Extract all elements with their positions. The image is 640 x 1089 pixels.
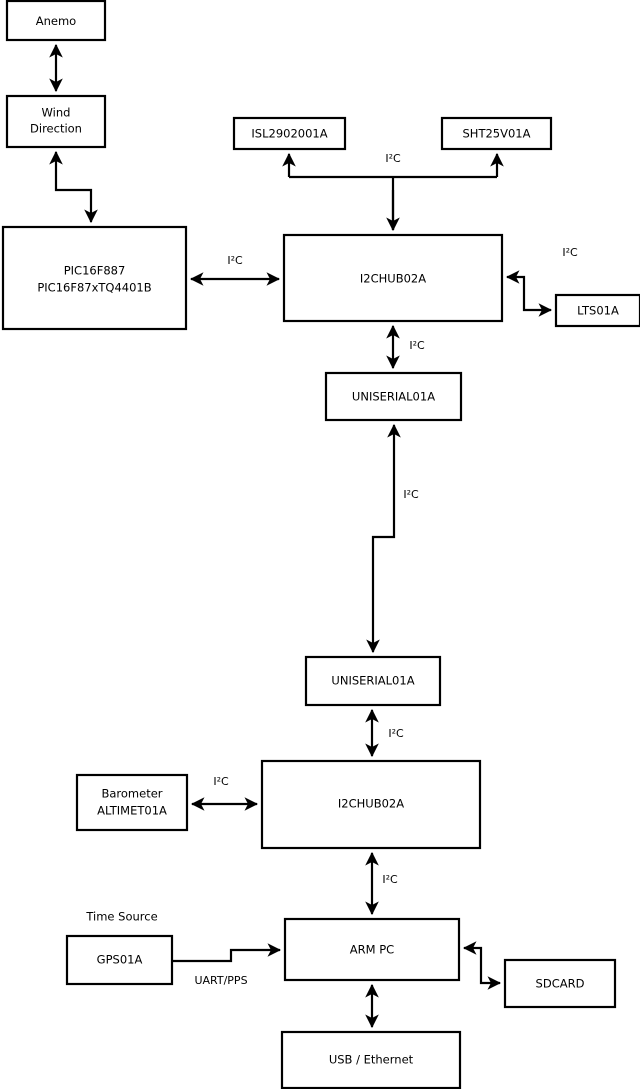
node-sdcard[interactable]: SDCARD bbox=[503, 958, 617, 1009]
edge-label-i2c-hub-lts: I²C bbox=[562, 246, 578, 259]
free-label-layer: Time Source bbox=[85, 910, 157, 924]
node-pic-mcu[interactable]: PIC16F887 PIC16F87xTQ4401B bbox=[1, 225, 188, 331]
node-arm-pc[interactable]: ARM PC bbox=[283, 917, 461, 982]
edge-uniserialtop-uniserialbot bbox=[366, 423, 401, 654]
node-usb-ethernet[interactable]: USB / Ethernet bbox=[280, 1030, 462, 1089]
node-sht25v01a[interactable]: SHT25V01A bbox=[440, 116, 553, 151]
node-isl2902001a-label: ISL2902001A bbox=[251, 127, 327, 141]
node-wind-direction-label-line2: Direction bbox=[30, 122, 82, 136]
edge-gps-armpc bbox=[172, 943, 282, 963]
node-arm-pc-label: ARM PC bbox=[350, 943, 394, 957]
node-uniserial01a-top[interactable]: UNISERIAL01A bbox=[324, 371, 463, 422]
connector-layer bbox=[49, 43, 553, 1029]
node-gps01a-label: GPS01A bbox=[97, 953, 143, 967]
edge-label-i2c-barometer-hub2: I²C bbox=[213, 775, 229, 788]
edge-hubtop-lts bbox=[505, 270, 553, 317]
edge-label-i2c-sensor-bus: I²C bbox=[385, 152, 401, 165]
node-uniserial01a-top-label: UNISERIAL01A bbox=[352, 390, 435, 404]
edge-armpc-sdcard bbox=[462, 941, 502, 990]
edge-label-i2c-hub2-armpc: I²C bbox=[382, 873, 398, 886]
node-barometer-label-line2: ALTIMET01A bbox=[97, 804, 167, 818]
node-isl2902001a[interactable]: ISL2902001A bbox=[232, 116, 347, 151]
node-barometer-label-line1: Barometer bbox=[101, 787, 162, 801]
node-lts01a-label: LTS01A bbox=[577, 304, 619, 318]
node-wind-direction-label-line1: Wind bbox=[42, 106, 71, 120]
node-pic-mcu-label-line1: PIC16F887 bbox=[64, 264, 126, 278]
node-uniserial01a-bottom[interactable]: UNISERIAL01A bbox=[304, 655, 442, 707]
node-sdcard-label: SDCARD bbox=[536, 977, 585, 991]
node-uniserial01a-bottom-label: UNISERIAL01A bbox=[331, 674, 414, 688]
edge-label-i2c-uniserial-hub2: I²C bbox=[388, 727, 404, 740]
node-anemo[interactable]: Anemo bbox=[5, 0, 107, 42]
node-sht25v01a-label: SHT25V01A bbox=[463, 127, 531, 141]
node-i2chub02a-top-label: I2CHUB02A bbox=[360, 272, 426, 286]
node-barometer[interactable]: Barometer ALTIMET01A bbox=[75, 773, 189, 832]
edge-label-i2c-pic-hub: I²C bbox=[227, 254, 243, 267]
node-i2chub02a-top[interactable]: I2CHUB02A bbox=[282, 233, 504, 323]
edge-label-layer: I²C I²C I²C I²C I²C I²C I²C I²C UART/PPS bbox=[194, 152, 578, 987]
node-i2chub02a-bottom[interactable]: I2CHUB02A bbox=[260, 759, 482, 850]
node-usb-ethernet-label: USB / Ethernet bbox=[329, 1053, 414, 1067]
node-anemo-label: Anemo bbox=[36, 14, 76, 28]
node-i2chub02a-bottom-label: I2CHUB02A bbox=[338, 797, 404, 811]
edge-label-uart-pps: UART/PPS bbox=[194, 974, 247, 987]
label-time-source: Time Source bbox=[85, 910, 157, 924]
edge-wind-pic bbox=[49, 150, 98, 224]
node-gps01a[interactable]: GPS01A bbox=[65, 934, 174, 986]
node-wind-direction[interactable]: Wind Direction bbox=[5, 94, 107, 149]
edge-label-i2c-hub-uniserial: I²C bbox=[409, 339, 425, 352]
node-lts01a[interactable]: LTS01A bbox=[554, 293, 640, 328]
edge-label-i2c-uniserial-uniserial: I²C bbox=[403, 488, 419, 501]
node-pic-mcu-label-line2: PIC16F87xTQ4401B bbox=[37, 281, 151, 295]
